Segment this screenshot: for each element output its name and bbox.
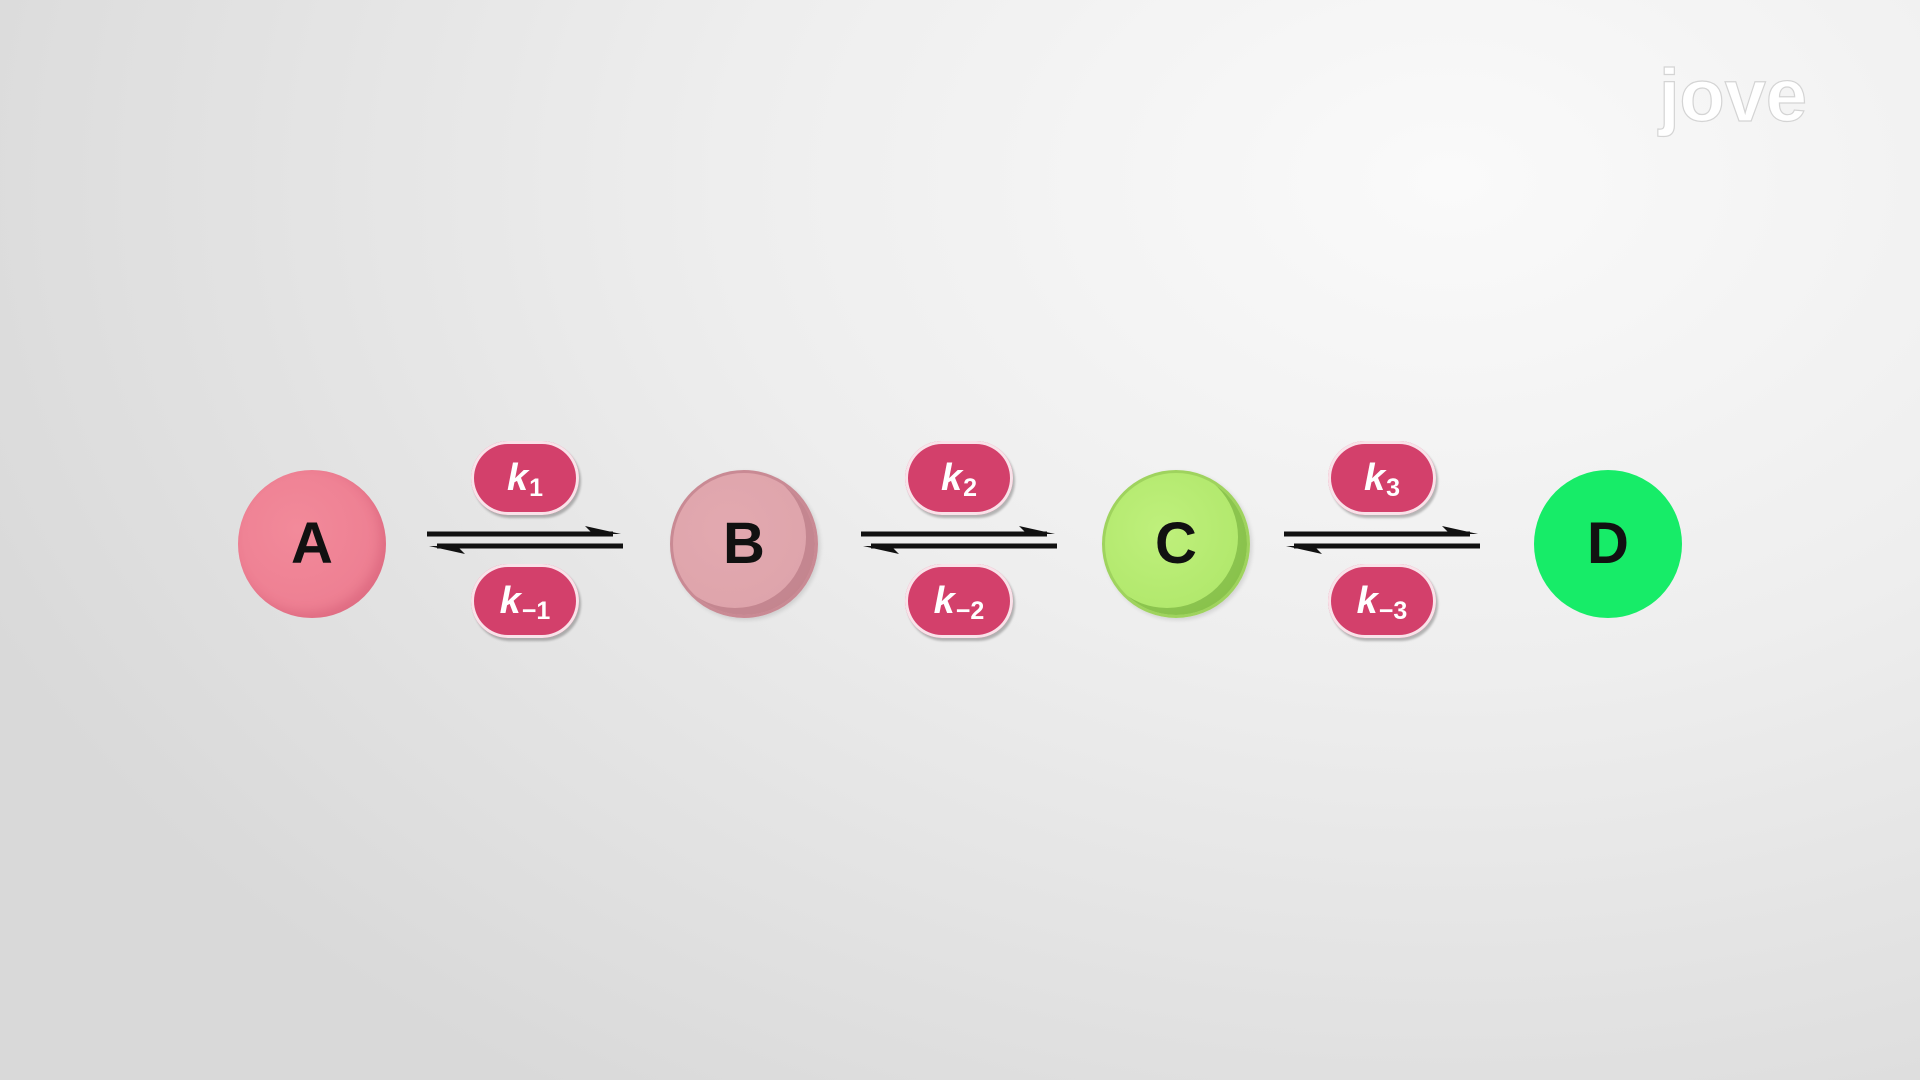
species-d-label: D — [1587, 511, 1629, 576]
species-d-circle: D — [1534, 470, 1682, 618]
rate-symbol: k — [940, 457, 963, 499]
rate-constant-k-minus2-badge: k−2 — [905, 564, 1013, 638]
species-c-label: C — [1155, 511, 1197, 576]
equilibrium-arrow-2-icon — [861, 526, 1057, 554]
species-a-circle: A — [238, 470, 386, 618]
logo-text: jove — [1657, 55, 1807, 137]
species-b-circle: B — [670, 470, 818, 618]
rate-symbol: k — [1363, 457, 1386, 499]
rate-symbol: k — [933, 580, 955, 622]
species-b-label: B — [723, 511, 765, 576]
rate-symbol: k — [506, 457, 529, 499]
rate-subscript: −3 — [1378, 596, 1408, 625]
species-c-circle: C — [1102, 470, 1250, 618]
rate-subscript: 1 — [529, 473, 544, 502]
rate-subscript: 3 — [1386, 473, 1401, 502]
rate-symbol: k — [499, 580, 521, 622]
species-a-label: A — [291, 511, 333, 576]
rate-constant-k-minus3-badge: k−3 — [1328, 564, 1436, 638]
rate-subscript: 2 — [963, 473, 978, 502]
rate-subscript: −1 — [521, 596, 551, 625]
rate-subscript: −2 — [955, 596, 985, 625]
jove-logo: jove — [1656, 55, 1807, 138]
rate-constant-k-minus1-badge: k−1 — [471, 564, 579, 638]
rate-symbol: k — [1356, 580, 1378, 622]
equilibrium-arrow-1-icon — [427, 526, 623, 554]
equilibrium-arrow-3-icon — [1284, 526, 1480, 554]
